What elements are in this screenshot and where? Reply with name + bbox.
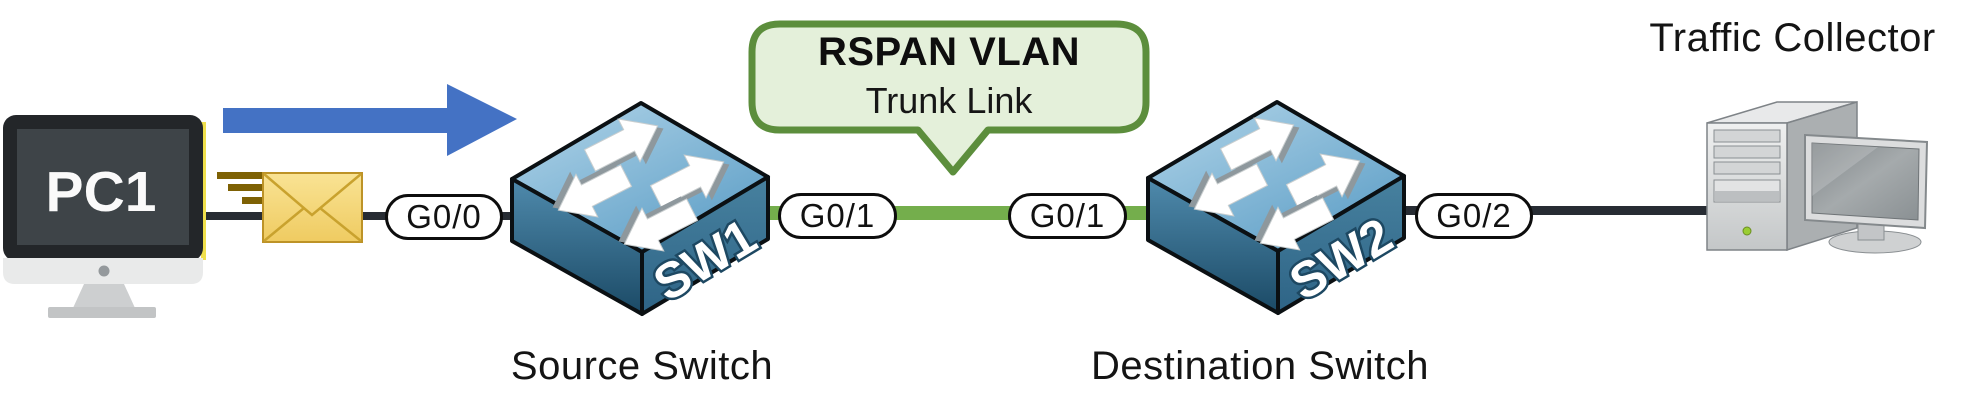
screen-glare xyxy=(1812,143,1878,196)
speed-line xyxy=(242,197,263,204)
speed-line xyxy=(228,184,263,191)
port-label-g0-2: G0/2 xyxy=(1415,193,1533,239)
caption-traffic-collector: Traffic Collector xyxy=(1649,16,1936,60)
drive-bay xyxy=(1713,161,1781,175)
drive-bay xyxy=(1713,129,1781,143)
drive-bay-shade xyxy=(1715,191,1779,201)
port-label-sw2-g0-1: G0/1 xyxy=(1008,193,1127,239)
port-label-sw1-g0-1: G0/1 xyxy=(778,193,897,239)
link-sw2-to-collector xyxy=(1398,206,1713,215)
envelope-body xyxy=(262,172,363,243)
pc1-camera-dot xyxy=(98,265,110,277)
monitor-screen xyxy=(1811,142,1920,221)
callout-title: RSPAN VLAN xyxy=(817,30,1081,74)
rspan-callout-bubble xyxy=(748,20,1150,176)
traffic-collector-icon xyxy=(1706,100,1929,254)
caption-source-switch: Source Switch xyxy=(510,344,774,388)
sw2-switch-icon: SW2 xyxy=(1146,99,1406,317)
caption-destination-switch: Destination Switch xyxy=(1090,344,1430,388)
callout-subtitle: Trunk Link xyxy=(865,80,1033,121)
traffic-direction-arrow-icon xyxy=(223,84,517,156)
packet-envelope-icon xyxy=(217,172,363,243)
speed-line xyxy=(217,172,263,179)
envelope-folds xyxy=(263,207,362,242)
port-label-g0-0: G0/0 xyxy=(385,194,503,240)
sw1-switch-icon: SW1 xyxy=(510,100,770,318)
pc1-screen xyxy=(17,129,189,245)
pc1-icon: PC1 xyxy=(3,115,206,318)
pc1-base xyxy=(48,307,156,318)
pc1-label: PC1 xyxy=(46,160,157,224)
drive-bay xyxy=(1713,145,1781,159)
power-led xyxy=(1742,226,1752,236)
envelope-flap xyxy=(263,173,362,217)
pc1-accent-edge xyxy=(201,122,206,260)
pc1-stand xyxy=(73,284,135,308)
